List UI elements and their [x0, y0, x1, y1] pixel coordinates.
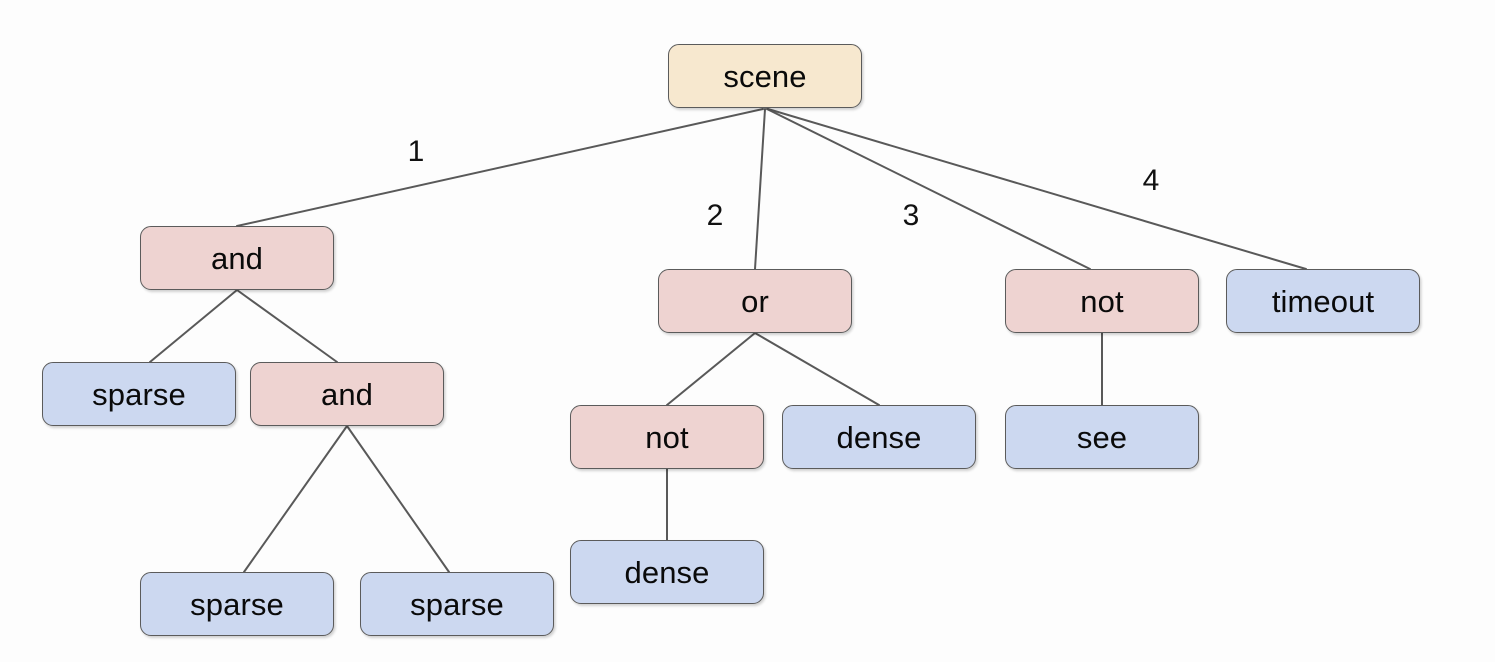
tree-node-not1[interactable]: not	[1005, 269, 1199, 333]
tree-edge	[666, 332, 756, 406]
tree-node-label: dense	[836, 419, 922, 455]
tree-node-label: dense	[624, 554, 710, 590]
tree-node-see1[interactable]: see	[1005, 405, 1199, 469]
tree-node-sparse1[interactable]: sparse	[42, 362, 236, 426]
tree-node-not2[interactable]: not	[570, 405, 764, 469]
tree-node-label: and	[320, 376, 374, 412]
edge-label: 2	[706, 199, 724, 232]
tree-edge	[236, 289, 338, 363]
tree-node-label: timeout	[1271, 283, 1375, 319]
tree-node-and1[interactable]: and	[140, 226, 334, 290]
tree-edge	[149, 289, 238, 363]
tree-node-dense1[interactable]: dense	[782, 405, 976, 469]
tree-node-label: sparse	[190, 586, 284, 622]
tree-node-and2[interactable]: and	[250, 362, 444, 426]
edge-label: 3	[902, 199, 920, 232]
tree-node-label: scene	[723, 58, 807, 94]
tree-node-or1[interactable]: or	[658, 269, 852, 333]
tree-node-dense2[interactable]: dense	[570, 540, 764, 604]
tree-edge	[236, 108, 764, 227]
tree-node-scene[interactable]: scene	[668, 44, 862, 108]
tree-node-timeout1[interactable]: timeout	[1226, 269, 1420, 333]
edge-label: 1	[407, 135, 425, 168]
tree-edge	[243, 425, 348, 573]
tree-node-sparse2[interactable]: sparse	[140, 572, 334, 636]
tree-edge	[754, 332, 880, 406]
edge-label: 4	[1142, 164, 1160, 197]
tree-edge	[766, 108, 1091, 270]
tree-node-sparse3[interactable]: sparse	[360, 572, 554, 636]
tree-node-label: sparse	[92, 376, 186, 412]
tree-node-label: and	[210, 240, 264, 276]
tree-node-label: see	[1076, 419, 1128, 455]
tree-node-label: not	[1080, 283, 1124, 319]
tree-node-label: or	[741, 283, 769, 319]
tree-edge	[346, 425, 450, 573]
tree-edge	[767, 108, 1307, 270]
tree-node-label: sparse	[410, 586, 504, 622]
tree-node-label: not	[645, 419, 689, 455]
tree-edge	[754, 108, 766, 270]
